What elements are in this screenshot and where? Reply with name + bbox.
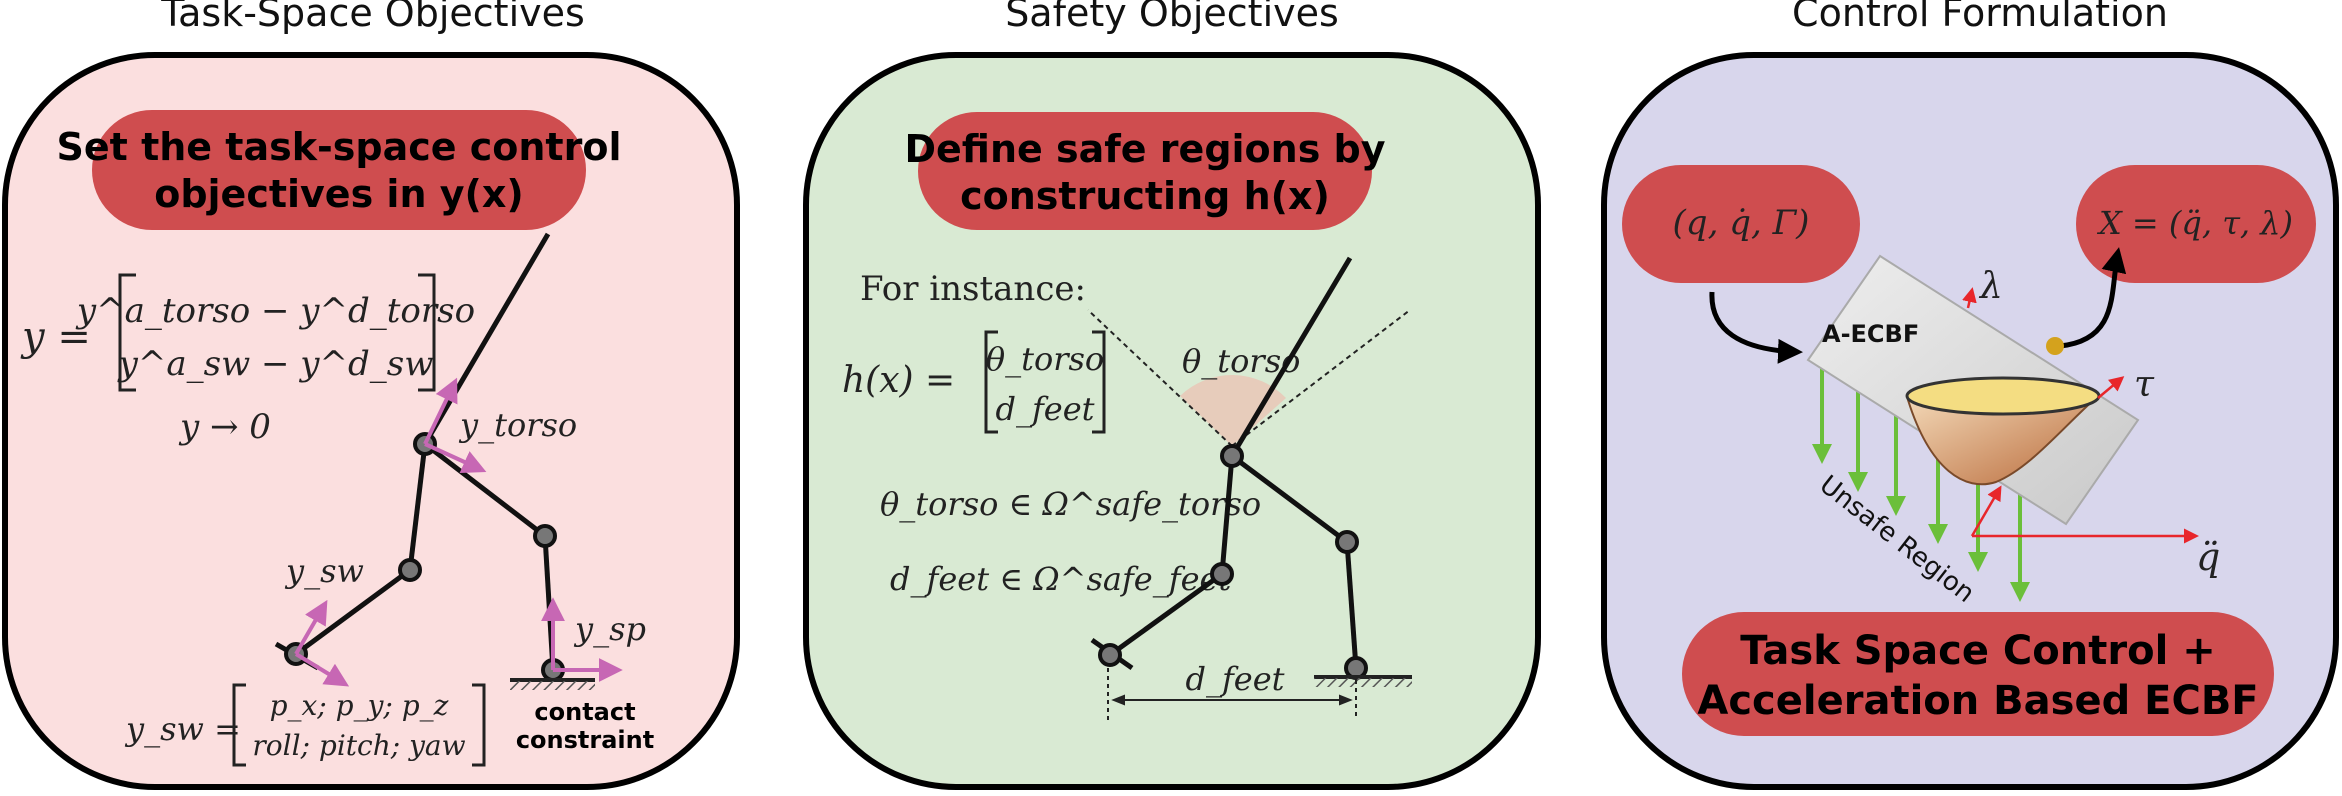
task-frame-vectors (294, 377, 623, 687)
safety-condition-2: d_feet ∈ Ω^safe_feet (890, 560, 1231, 598)
label-y-sp: y_sp (573, 610, 646, 648)
safety-ground (1314, 675, 1412, 687)
safety-robot-joints (1098, 444, 1368, 680)
dfeet-dimension (1107, 668, 1357, 720)
h-def-row-2: d_feet (995, 390, 1094, 428)
safety-pill-line-2: constructing h(x) (960, 174, 1330, 218)
safety-panel-title: Safety Objectives (1005, 0, 1339, 35)
safety-panel: Safety Objectives Define safe regions by… (803, 0, 1541, 790)
solution-point (2046, 337, 2064, 355)
task-ground (510, 678, 595, 690)
h-def-lhs: h(x) = (842, 360, 955, 401)
bottom-pill: Task Space Control + Acceleration Based … (1682, 612, 2274, 736)
torso-safe-cone (1087, 309, 1411, 447)
ysw-lhs: y_sw = (124, 710, 241, 748)
control-panel-title: Control Formulation (1792, 0, 2168, 35)
output-pill-text: X = (q̈, τ, λ) (2096, 204, 2293, 242)
ysw-row-2: roll; pitch; yaw (252, 729, 465, 762)
safety-condition-1: θ_torso ∈ Ω^safe_torso (880, 485, 1261, 523)
ysw-definition: y_sw = p_x; p_y; p_z roll; pitch; yaw (124, 683, 486, 767)
unsafe-bowl (1905, 376, 2101, 486)
label-y-torso: y_torso (458, 406, 577, 444)
ysw-row-1: p_x; p_y; p_z (270, 689, 449, 722)
task-panel-title: Task-Space Objectives (160, 0, 585, 35)
task-panel: Task-Space Objectives Set the task-space… (2, 0, 740, 790)
bottom-pill-line-1: Task Space Control + (1740, 628, 2215, 674)
contact-label-2: constraint (516, 726, 654, 754)
output-arrow (2059, 247, 2127, 349)
bottom-pill-line-2: Acceleration Based ECBF (1697, 678, 2258, 724)
safety-pill-line-1: Define safe regions by (904, 127, 1385, 171)
qddot-label: q̈ (2196, 535, 2220, 579)
input-arrow (1709, 291, 1803, 364)
input-pill-text: (q, q̇, Γ) (1673, 203, 1810, 243)
safety-objective-pill: Define safe regions by constructing h(x) (904, 112, 1386, 230)
label-d-feet: d_feet (1185, 660, 1284, 698)
y-goal: y → 0 (178, 407, 271, 447)
label-y-sw: y_sw (284, 552, 364, 590)
y-definition: y = y^a_torso − y^d_torso y^a_sw − y^d_s… (20, 273, 475, 447)
lambda-label: λ (1978, 266, 2003, 307)
a-ecbf-label: A-ECBF (1822, 320, 1919, 348)
safety-panel-box (803, 52, 1541, 790)
y-def-row-1: y^a_torso − y^d_torso (75, 291, 475, 331)
h-def-row-1: θ_torso (986, 340, 1104, 378)
y-def-lhs: y = (20, 314, 91, 360)
control-panel: Control Formulation (q, q̇, Γ) X = (q̈, … (1601, 0, 2339, 790)
axes (1962, 287, 2199, 544)
h-definition: h(x) = θ_torso d_feet (842, 330, 1106, 434)
contact-label-1: contact (534, 698, 635, 726)
task-pill-line-2: objectives in y(x) (154, 172, 524, 216)
y-def-row-2: y^a_sw − y^d_sw (117, 344, 434, 384)
for-instance-label: For instance: (860, 269, 1086, 309)
task-objective-pill: Set the task-space control objectives in… (57, 110, 622, 230)
output-pill: X = (q̈, τ, λ) (2076, 165, 2316, 283)
tau-label: τ (2134, 364, 2155, 405)
task-pill-line-1: Set the task-space control (57, 125, 622, 169)
input-pill: (q, q̇, Γ) (1622, 165, 1860, 283)
